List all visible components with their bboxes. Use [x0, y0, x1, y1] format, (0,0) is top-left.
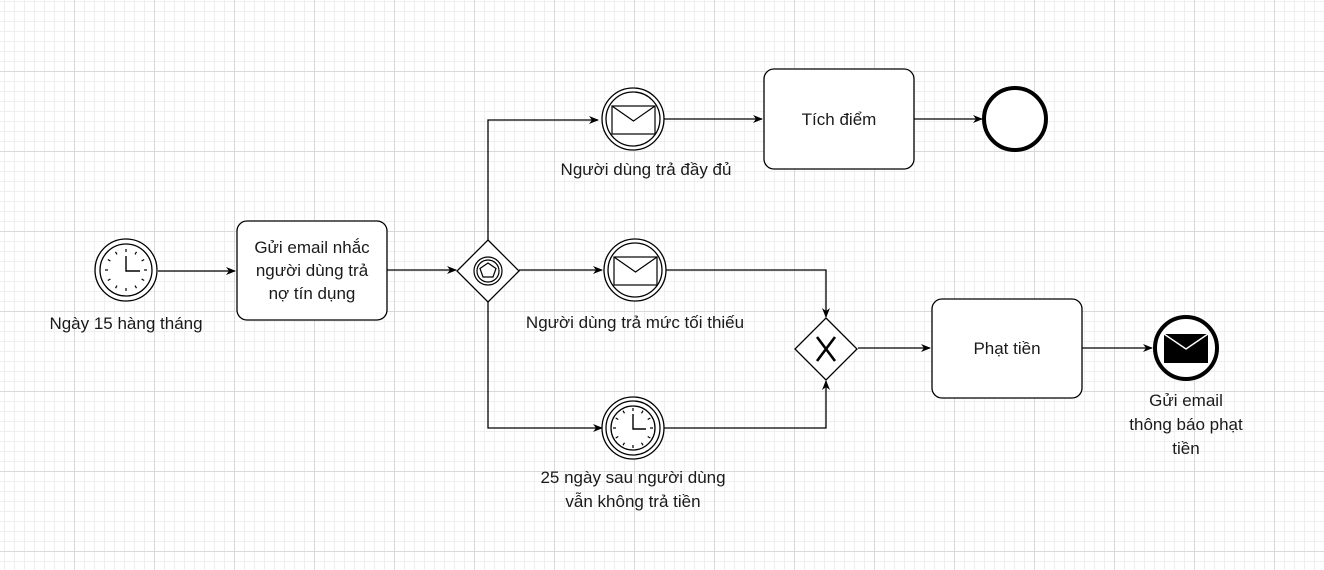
envelope-icon	[611, 105, 656, 135]
start-timer-event[interactable]	[94, 238, 158, 302]
pentagon-icon	[479, 262, 497, 278]
task-penalty-box[interactable]	[931, 298, 1083, 399]
flow-gateway-to-full-payment[interactable]	[487, 116, 599, 240]
x-icon	[815, 336, 837, 362]
message-event-min-payment[interactable]	[603, 238, 667, 302]
task-reward-points-label: Tích điểm	[801, 109, 877, 129]
email-end-event-label: Gửi email thông báo phạt tiền	[1129, 391, 1243, 458]
flow-min-payment-to-xor[interactable]	[666, 269, 830, 318]
no-payment-timer-label: 25 ngày sau người dùng vẫn không trả tiề…	[540, 468, 726, 511]
task-reward-points-box[interactable]	[763, 68, 915, 170]
min-payment-label: Người dùng trả mức tối thiếu	[525, 313, 745, 332]
task-send-reminder-box[interactable]	[236, 220, 388, 321]
envelope-icon	[1163, 333, 1209, 363]
timer-event-no-payment[interactable]	[601, 396, 665, 460]
full-payment-label: Người dùng trả đầy đủ	[560, 160, 732, 179]
flow-gateway-to-timer[interactable]	[487, 302, 603, 432]
clock-icon	[105, 249, 147, 291]
task-penalty-label: Phạt tiền	[973, 339, 1041, 358]
flow-timer-to-xor[interactable]	[664, 380, 830, 429]
message-event-full-payment[interactable]	[601, 87, 665, 151]
task-send-reminder-label: Gửi email nhắc người dùng trả nợ tín dụn…	[254, 238, 370, 303]
exclusive-gateway[interactable]	[794, 317, 858, 381]
envelope-icon	[613, 256, 658, 286]
clock-icon	[613, 408, 653, 448]
start-event-label: Ngày 15 hàng tháng	[49, 314, 203, 333]
message-end-event[interactable]	[1153, 315, 1219, 381]
event-based-gateway[interactable]	[456, 239, 520, 303]
end-event[interactable]	[982, 86, 1048, 152]
